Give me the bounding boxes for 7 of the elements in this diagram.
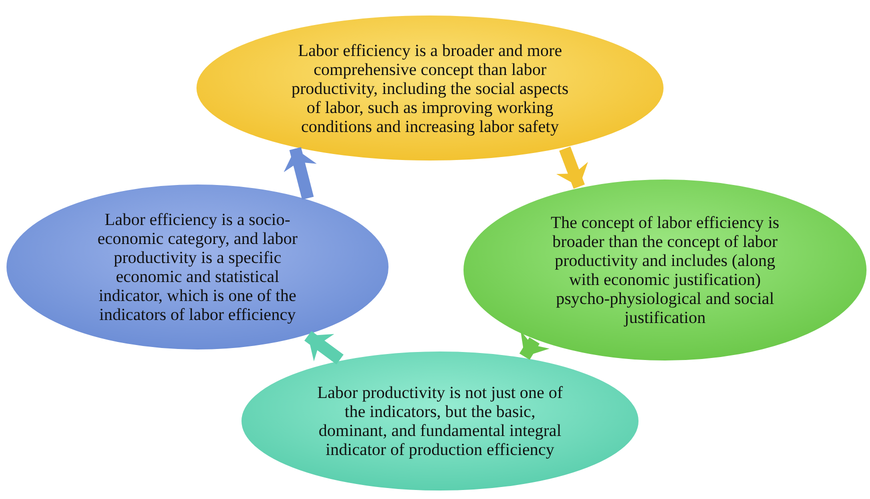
statement-text: The concept of labor efficiency is broader than the concept of labor productivity and includes (along with economic justification) psycho-physiological and social justification (550, 213, 780, 327)
statement-text: Labor efficiency is a socio-economic category, and labor productivity is a specific economic and statistical indicator, which is one of the indicators of labor efficiency (96, 210, 298, 324)
statement-text: Labor productivity is not just one of the indicators, but the basic, dominant, and fundamental integral indicator of production efficiency (316, 383, 564, 459)
block-arrow (556, 146, 588, 189)
block-arrow (284, 147, 317, 200)
block-arrow (519, 330, 550, 360)
statement-text: Labor efficiency is a broader and more comprehensive concept than labor productivity, including the social aspects of labor, such as improving working conditions and increasing labor safety (290, 40, 570, 136)
